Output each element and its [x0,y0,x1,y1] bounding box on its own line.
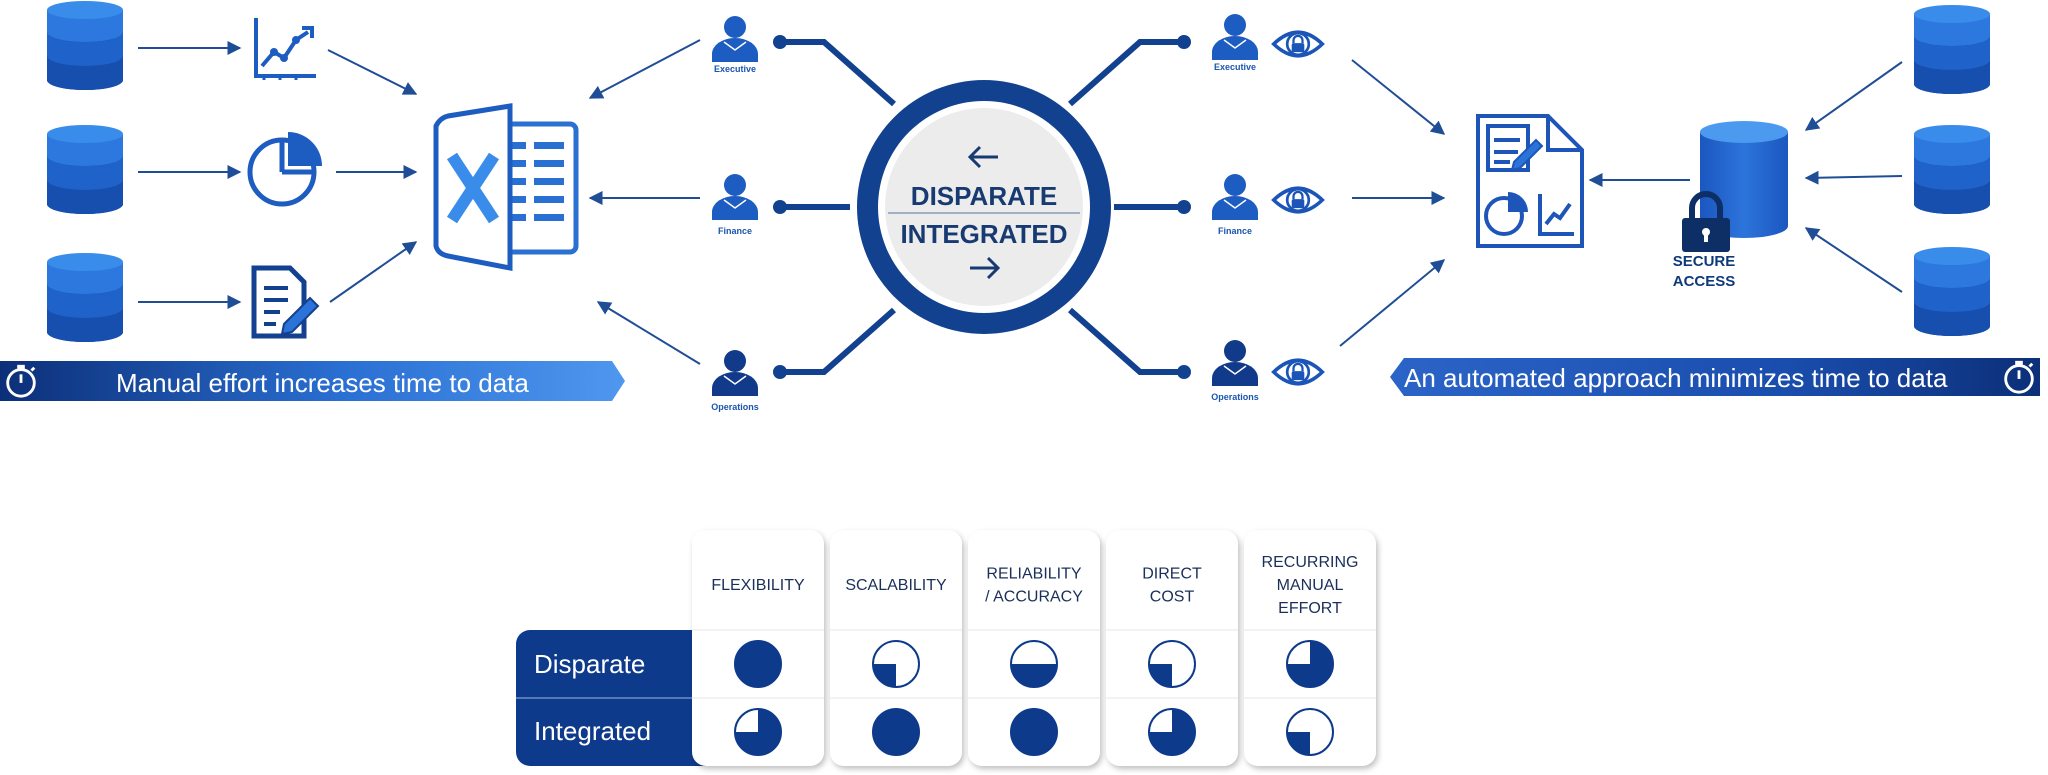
person-icon [1211,339,1259,387]
role-label: Operations [711,402,759,412]
arrow-connector [329,241,418,303]
person-icon [1211,173,1259,221]
column-header: EFFORT [1278,600,1342,617]
right-person-executive: Executive [1211,13,1325,72]
right-person-operations: Operations [1211,339,1325,402]
arrow-connector [1804,170,1903,185]
arrow-connector [596,301,701,365]
database-icon [47,1,123,90]
excel-icon [433,103,579,272]
harvey-ball-integrated [1148,708,1196,756]
harvey-ball-disparate [1286,640,1334,688]
column-header: MANUAL [1277,577,1344,594]
right-banner-text: An automated approach minimizes time to … [1404,363,1948,393]
arrow-connector [1351,59,1446,135]
arrow-connector [1804,61,1903,131]
document-edit-icon [251,265,320,339]
center-section: DISPARATE INTEGRATED Executive Finance O… [588,13,1446,412]
right-banner: An automated approach minimizes time to … [1390,358,2040,396]
database-icon [1914,125,1990,214]
pie-chart-icon [247,132,322,207]
arrow-right-icon [970,256,1001,280]
table-column: RELIABILITY / ACCURACY [968,530,1100,766]
table-column: RECURRING MANUAL EFFORT [1244,530,1376,766]
arrow-left-icon [967,145,998,169]
secure-label-line2: ACCESS [1673,273,1736,290]
report-icon [1476,114,1584,248]
person-icon [711,349,759,397]
right-section: SECURE ACCESS An automated approach mini… [1390,5,2040,396]
column-header: FLEXIBILITY [711,577,805,594]
harvey-ball-integrated [1286,708,1334,756]
database-icon [1914,247,1990,336]
row-label-disparate: Disparate [534,649,645,679]
arrow-connector [1804,227,1903,293]
person-icon [711,173,759,221]
hub-connectors [780,39,1184,375]
role-label: Operations [1211,392,1259,402]
database-icon [1914,5,1990,94]
table-column: FLEXIBILITY [692,530,824,766]
harvey-ball-integrated [872,708,920,756]
eye-lock-icon [1271,358,1325,386]
line-chart-icon [254,18,316,80]
table-column: SCALABILITY [830,530,962,766]
left-person-operations: Operations [711,349,759,412]
person-icon [1211,13,1259,61]
harvey-ball-integrated [734,708,782,756]
comparison-table: Disparate Integrated FLEXIBILITY SCALABIL… [516,530,1376,766]
left-section: Manual effort increases time to data [0,1,625,401]
hub-circle: DISPARATE INTEGRATED [857,80,1111,334]
role-label: Executive [714,64,756,74]
harvey-ball-disparate [872,640,920,688]
column-header: RELIABILITY [986,566,1081,583]
role-label: Finance [718,226,752,236]
column-header: COST [1150,589,1195,606]
column-header: DIRECT [1142,566,1202,583]
left-person-finance: Finance [711,173,759,236]
arrow-connector [327,49,418,95]
row-label-integrated: Integrated [534,716,651,746]
column-header: SCALABILITY [845,577,947,594]
harvey-ball-disparate [734,640,782,688]
database-icon [47,125,123,214]
lock-icon [1682,191,1730,252]
left-banner: Manual effort increases time to data [0,361,625,401]
database-icon [47,253,123,342]
harvey-ball-integrated [1010,708,1058,756]
person-icon [711,15,759,63]
role-label: Executive [1214,62,1256,72]
eye-lock-icon [1271,30,1325,58]
eye-lock-icon [1271,186,1325,214]
role-label: Finance [1218,226,1252,236]
hub-label-integrated: INTEGRATED [900,219,1067,249]
right-person-finance: Finance [1211,173,1325,236]
left-person-executive: Executive [711,15,759,74]
arrow-connector [1339,259,1446,347]
secure-label-line1: SECURE [1673,253,1736,270]
left-banner-text: Manual effort increases time to data [116,368,529,398]
column-header: / ACCURACY [985,589,1083,606]
harvey-ball-disparate [1148,640,1196,688]
arrow-connector [588,39,701,99]
column-header: RECURRING [1262,554,1359,571]
table-column: DIRECT COST [1106,530,1238,766]
harvey-ball-disparate [1010,640,1058,688]
hub-label-disparate: DISPARATE [911,181,1057,211]
